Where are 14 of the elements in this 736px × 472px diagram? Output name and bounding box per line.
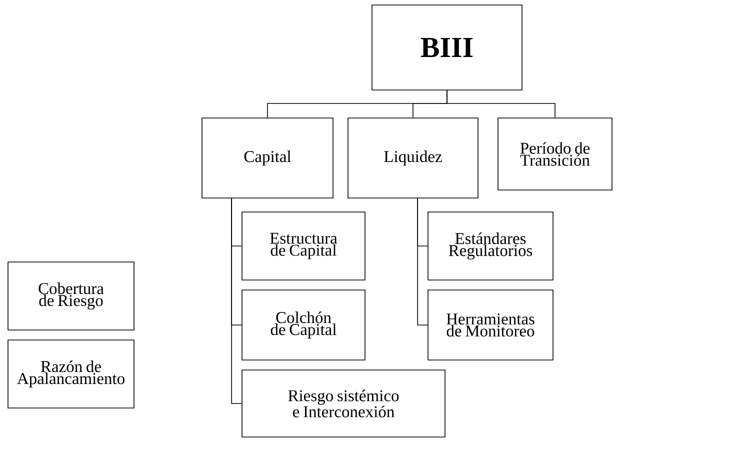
category-box: Cobertura de Riesgo bbox=[8, 262, 134, 330]
category-box: Estándares Regulatorios bbox=[428, 212, 554, 280]
category-box: Estructura de Capital bbox=[242, 212, 366, 280]
category-box: Herramientas de Monitoreo bbox=[428, 290, 554, 360]
connector-line bbox=[231, 198, 242, 404]
title-box: BIII bbox=[372, 4, 522, 90]
category-box: Capital bbox=[202, 118, 334, 198]
category-box: Razón de Apalancamiento bbox=[8, 340, 134, 408]
connector-line bbox=[417, 198, 428, 326]
category-box: Período de Transición bbox=[498, 118, 612, 190]
category-box: Riesgo sistémico e Interconexión bbox=[242, 370, 446, 438]
category-box: Liquidez bbox=[348, 118, 478, 198]
category-box: Colchón de Capital bbox=[242, 290, 366, 360]
connector-line bbox=[446, 90, 556, 118]
